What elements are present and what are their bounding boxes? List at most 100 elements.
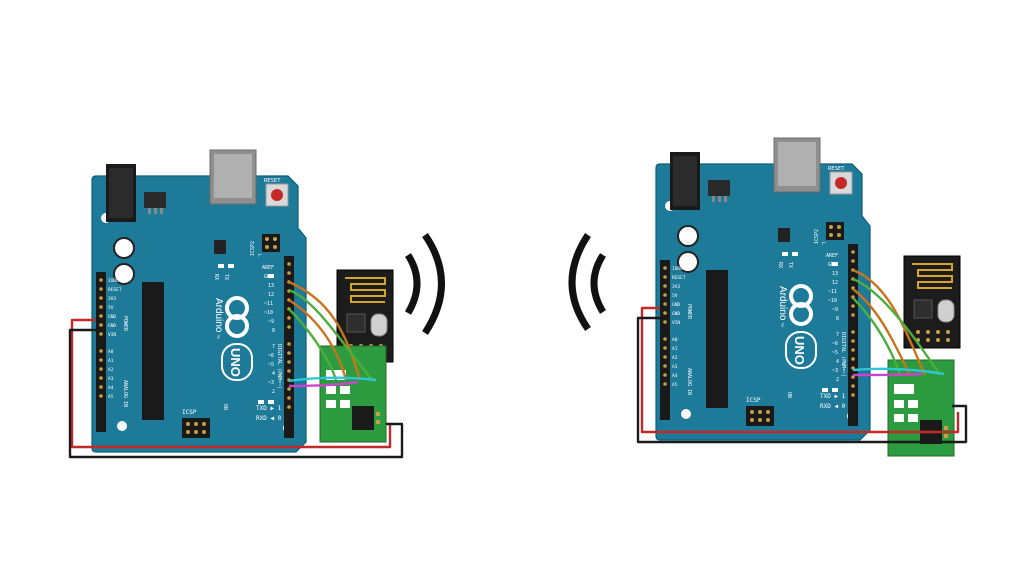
power-pin-label: IOREF <box>672 266 686 272</box>
pin-label: 8 <box>836 316 839 322</box>
wire-red <box>640 306 960 434</box>
rxd-label: RXD ◀ 0 <box>256 415 282 422</box>
analog-pin-label: A4 <box>108 385 114 391</box>
pin-label: 12 <box>832 280 838 286</box>
pin-label: ~11 <box>264 301 273 307</box>
digital-pin-labels: 13 12 ~11 ~10 ~9 8 7 ~6 ~5 4 ~3 2 <box>264 283 275 395</box>
wires <box>68 280 404 459</box>
pin-label: ~6 <box>268 353 274 359</box>
wire-orange <box>288 298 348 381</box>
signal-wave-icon <box>422 233 445 335</box>
reset-label: RESET <box>828 166 845 172</box>
pin-label: ~9 <box>268 319 274 325</box>
pin-label: ~3 <box>832 368 838 374</box>
pin-label: 13 <box>832 271 838 277</box>
power-pin-label: RESET <box>672 275 686 281</box>
wire-green <box>852 277 941 376</box>
arduino-brand-label: Arduino <box>213 298 224 333</box>
aref-label: AREF <box>826 253 838 259</box>
analog-pin-label: A1 <box>672 346 678 352</box>
wire-black <box>68 328 404 459</box>
digital-pin-labels: 13 12 ~11 ~10 ~9 8 7 ~6 ~5 4 ~3 2 <box>828 271 839 383</box>
wires <box>636 268 968 444</box>
icsp2-label: ICSP2 <box>814 229 820 244</box>
digital-label: DIGITAL (PWM=~) <box>276 344 282 389</box>
transmitter-setup: RESET ICSP2 TX RX L AREF GND 13 12 ~11 ~… <box>68 148 404 459</box>
analog-pin-label: A1 <box>108 358 114 364</box>
power-pin-label: 3V3 <box>108 296 116 302</box>
arduino-brand-label: Arduino <box>777 286 788 321</box>
power-pin-label: GND <box>672 311 680 317</box>
rx-label: RX <box>213 274 219 280</box>
power-pin-labels: IOREF RESET 3V3 5V GND GND VIN <box>108 278 122 338</box>
analog-pin-labels: A0 A1 A2 A3 A4 A5 <box>672 337 678 388</box>
l-led-label: L <box>256 254 262 257</box>
analog-pin-label: A0 <box>108 349 114 355</box>
icsp-label: ICSP <box>182 409 197 416</box>
wire-cyan <box>852 367 945 376</box>
pin-label: 8 <box>272 328 275 334</box>
icsp2-label: ICSP2 <box>250 241 256 256</box>
wire-magenta <box>852 372 923 377</box>
rx-label: RX <box>777 262 783 268</box>
power-pin-label: RESET <box>108 287 122 293</box>
pin-label: 12 <box>268 292 274 298</box>
power-pin-label: 5V <box>108 305 114 311</box>
radio-signal-waves <box>568 233 607 331</box>
arduino-uno-board: RESET ICSP2 TX RX L AREF GND 13 12 ~11 ~… <box>654 136 872 442</box>
wire-green <box>852 297 902 376</box>
signal-wave-icon <box>590 253 607 314</box>
wire-red <box>70 318 392 449</box>
pin-label: ~5 <box>268 362 274 368</box>
wire-green <box>288 288 373 381</box>
tx-label: TX <box>223 274 229 280</box>
power-pin-label: GND <box>672 302 680 308</box>
pin-label: 7 <box>836 332 839 338</box>
pin-label: 13 <box>268 283 274 289</box>
power-pin-label: 5V <box>672 293 678 299</box>
pin-label: 4 <box>272 371 275 377</box>
power-pin-label: 3V3 <box>672 284 680 290</box>
pin-label: 7 <box>272 344 275 350</box>
arduino-uno-board: RESET ICSP2 TX RX L AREF GND 13 12 ~11 ~… <box>90 148 308 454</box>
trademark-label: ™ <box>778 322 784 327</box>
wire-orange <box>852 268 927 376</box>
power-pin-label: GND <box>108 314 116 320</box>
uno-label: UNO <box>228 348 243 377</box>
analog-pin-label: A5 <box>108 394 114 400</box>
power-label: POWER <box>122 316 128 332</box>
wire-black <box>636 316 968 444</box>
pin-label: 2 <box>272 389 275 395</box>
analog-pin-label: A4 <box>672 373 678 379</box>
aref-label: AREF <box>262 265 274 271</box>
gnd-label: GND <box>828 262 837 268</box>
pin-label: 2 <box>836 377 839 383</box>
analog-pin-label: A5 <box>672 382 678 388</box>
power-label: POWER <box>686 304 692 320</box>
pin-label: ~10 <box>828 298 837 304</box>
pin-label: ~5 <box>832 350 838 356</box>
pin-label: ~9 <box>832 307 838 313</box>
tx-label: TX <box>787 262 793 268</box>
digital-label: DIGITAL (PWM=~) <box>840 332 846 377</box>
analog-pin-label: A2 <box>672 355 678 361</box>
signal-wave-icon <box>568 233 591 331</box>
pin-label: 4 <box>836 359 839 365</box>
receiver-setup: RESET ICSP2 TX RX L AREF GND 13 12 ~11 ~… <box>636 136 968 457</box>
power-pin-label: VIN <box>108 332 116 338</box>
wire-orange <box>288 280 362 381</box>
wire-orange <box>852 288 912 376</box>
gnd-label: GND <box>264 274 273 280</box>
pin-label: ~3 <box>268 380 274 386</box>
wire-green <box>288 308 338 381</box>
power-pin-label: VIN <box>672 320 680 326</box>
pin-label: ~6 <box>832 341 838 347</box>
txd-label: TXD ▶ 1 <box>820 393 846 400</box>
power-pin-labels: IOREF RESET 3V3 5V GND GND VIN <box>672 266 686 326</box>
rxd-label: RXD ◀ 0 <box>820 403 846 410</box>
l-led-label: L <box>820 242 826 245</box>
analog-pin-label: A0 <box>672 337 678 343</box>
wire-cyan <box>288 376 377 383</box>
txd-label: TXD ▶ 1 <box>256 405 282 412</box>
